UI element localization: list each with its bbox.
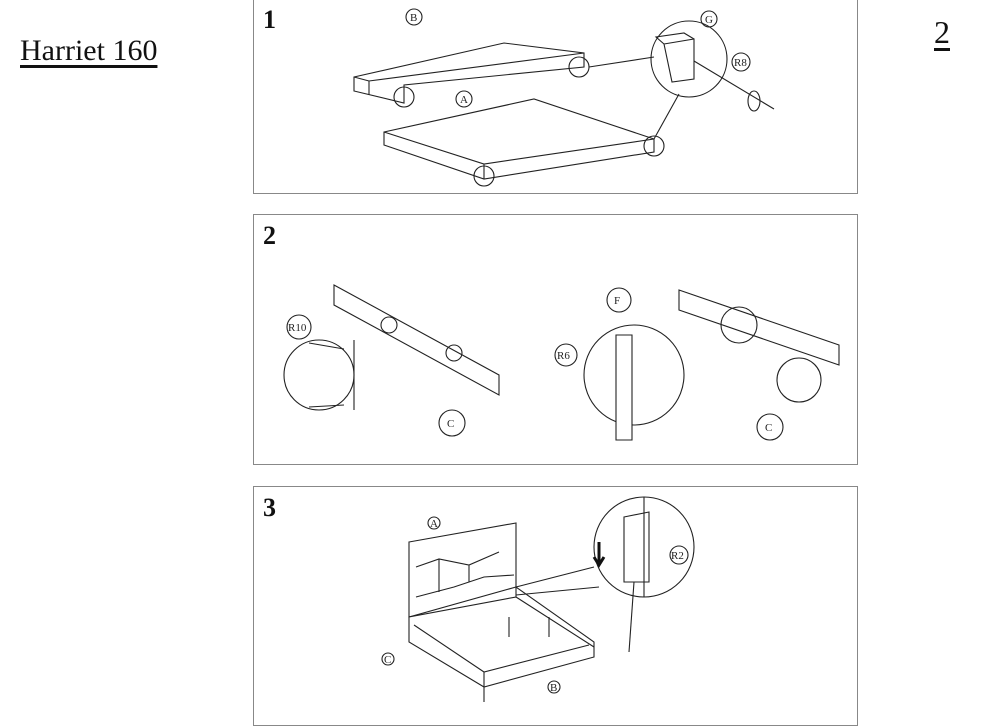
step-2-diagram: C R10 F R6 C (283, 284, 840, 441)
part-label-c: C (384, 654, 391, 666)
part-label-f: F (614, 295, 620, 307)
part-label-c: C (447, 418, 454, 430)
step-1-panel: 1 G B A R8 (253, 0, 858, 194)
step-number: 1 (263, 5, 276, 34)
step-3-panel: 3 A C B R2 (253, 486, 858, 726)
part-label-b: B (550, 682, 557, 694)
part-label-g: G (705, 14, 713, 26)
step-number: 2 (263, 221, 276, 250)
part-label-c: C (765, 422, 772, 434)
part-label-r8: R8 (734, 57, 747, 69)
step-number: 3 (263, 493, 276, 522)
part-label-r6: R6 (557, 350, 570, 362)
page-number: 2 (934, 14, 950, 50)
part-label-a: A (460, 94, 468, 106)
part-label-r2: R2 (671, 550, 684, 562)
step-3-diagram: A C B R2 (381, 496, 695, 702)
part-label-b: B (410, 12, 417, 24)
step-1-diagram: G B A R8 (353, 8, 775, 187)
part-label-r10: R10 (288, 322, 307, 334)
step-2-panel: 2 C R10 F R6 C (253, 214, 858, 465)
part-label-a: A (430, 518, 438, 530)
document-title: Harriet 160 (20, 34, 158, 67)
